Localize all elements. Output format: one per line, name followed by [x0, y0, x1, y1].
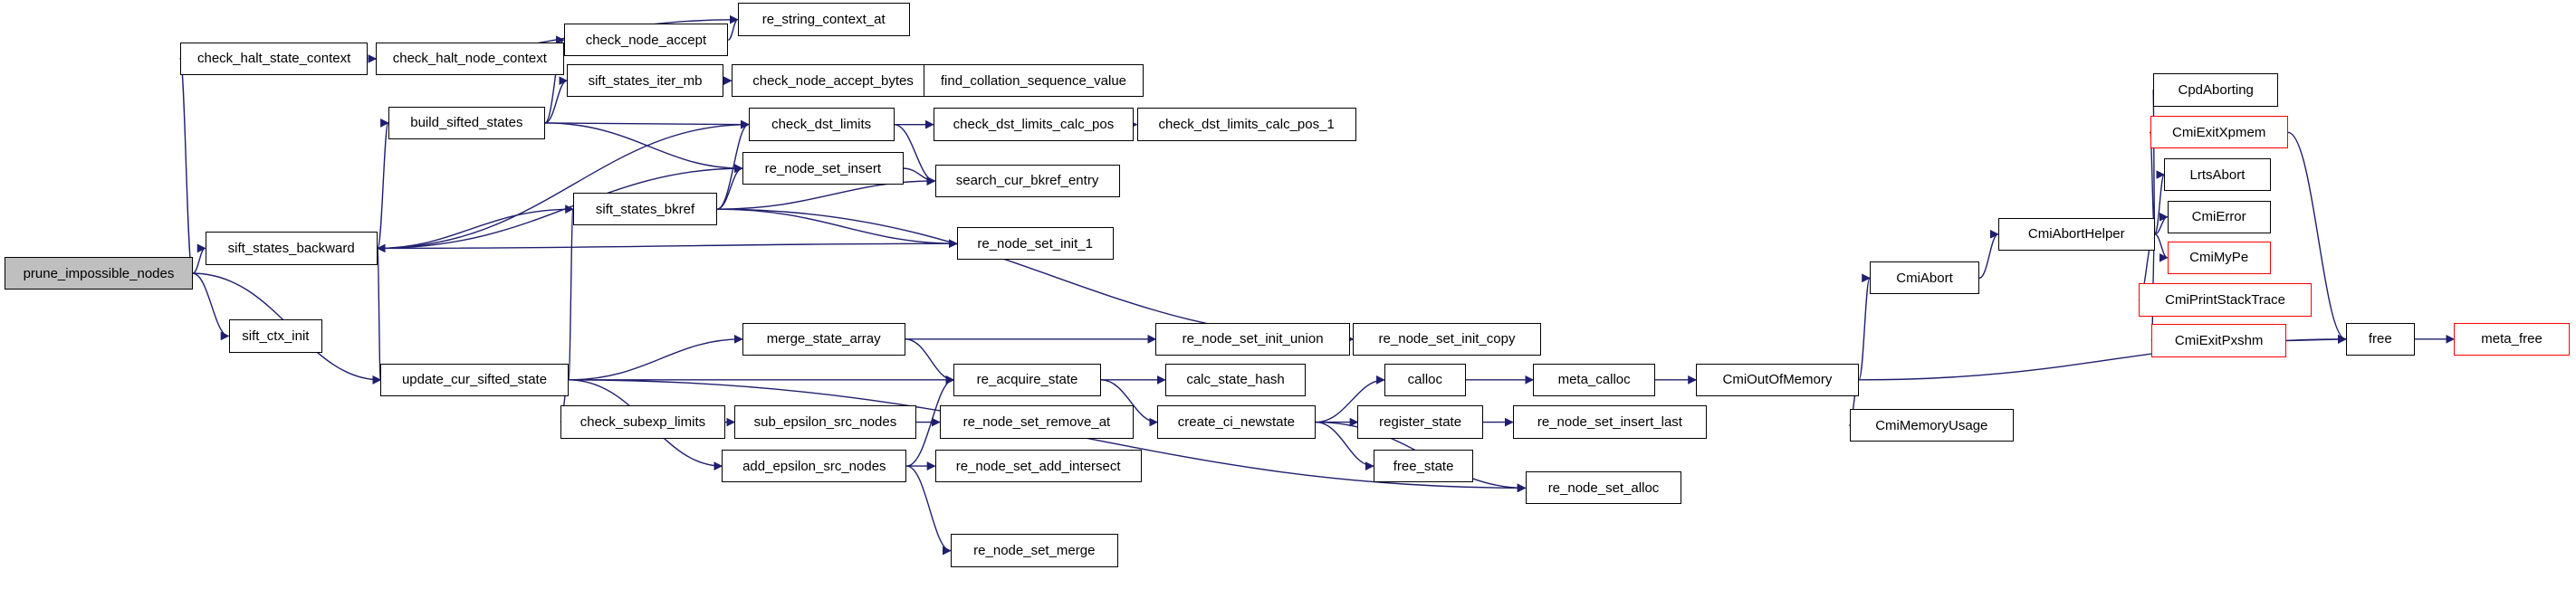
edge-sift_states_backward-to-build_sifted_states	[377, 119, 389, 250]
edge-build_sifted_states-to-check_dst_limits	[544, 119, 750, 129]
edge-CmiAbortHelper-to-CpdAborting	[2152, 87, 2162, 235]
edge-paths	[178, 14, 2456, 556]
graph-node-re_node_set_add_intersect[interactable]: re_node_set_add_intersect	[934, 449, 1142, 483]
edge-merge_state_array-to-re_acquire_state	[905, 338, 955, 385]
graph-node-CmiExitPxshm[interactable]: CmiExitPxshm	[2151, 324, 2287, 357]
edge-prune_impossible_nodes-to-sift_states_backward	[192, 243, 206, 274]
edge-CmiExitPxshm-to-free	[2286, 335, 2347, 344]
graph-node-CmiAbort[interactable]: CmiAbort	[1870, 261, 1980, 295]
graph-node-add_epsilon_src_nodes[interactable]: add_epsilon_src_nodes	[722, 449, 907, 483]
graph-node-meta_free[interactable]: meta_free	[2454, 322, 2571, 356]
edge-update_cur_sifted_state-to-merge_state_array	[568, 334, 743, 381]
edge-sift_states_backward-to-re_node_set_init_1	[377, 239, 958, 250]
graph-node-CmiError[interactable]: CmiError	[2167, 200, 2271, 233]
graph-node-sift_states_bkref[interactable]: sift_states_bkref	[572, 192, 718, 226]
edge-CmiAbortHelper-to-CmiMyPe	[2154, 233, 2169, 262]
graph-node-sub_epsilon_src_nodes[interactable]: sub_epsilon_src_nodes	[734, 405, 916, 439]
graph-node-meta_calloc[interactable]: meta_calloc	[1533, 363, 1656, 397]
edge-CmiAbort-to-CmiAbortHelper	[1978, 229, 1999, 280]
edge-sift_states_backward-to-check_dst_limits	[377, 119, 750, 250]
graph-node-re_node_set_init_1[interactable]: re_node_set_init_1	[956, 227, 1114, 261]
graph-node-LrtsAbort[interactable]: LrtsAbort	[2164, 157, 2271, 192]
edge-build_sifted_states-to-re_node_set_insert	[544, 122, 743, 174]
edge-prune_impossible_nodes-to-sift_ctx_init	[192, 272, 230, 341]
graph-node-check_dst_limits[interactable]: check_dst_limits	[748, 108, 895, 141]
graph-node-check_subexp_limits[interactable]: check_subexp_limits	[560, 405, 725, 439]
graph-node-re_node_set_insert_last[interactable]: re_node_set_insert_last	[1512, 405, 1708, 439]
graph-node-sift_ctx_init[interactable]: sift_ctx_init	[228, 319, 323, 353]
graph-node-update_cur_sifted_state[interactable]: update_cur_sifted_state	[380, 363, 569, 397]
graph-node-re_acquire_state[interactable]: re_acquire_state	[953, 363, 1101, 397]
edge-prune_impossible_nodes-to-check_halt_state_context	[178, 54, 194, 274]
graph-node-free[interactable]: free	[2345, 322, 2415, 356]
graph-node-register_state[interactable]: register_state	[1357, 405, 1483, 439]
edge-CmiAbortHelper-to-LrtsAbort	[2154, 170, 2166, 235]
graph-node-CmiPrintStackTrace[interactable]: CmiPrintStackTrace	[2139, 283, 2312, 317]
graph-node-check_halt_state_context[interactable]: check_halt_state_context	[179, 42, 369, 76]
graph-node-calloc[interactable]: calloc	[1384, 363, 1466, 397]
graph-node-CpdAborting[interactable]: CpdAborting	[2153, 73, 2279, 107]
graph-node-check_dst_limits_calc_pos_1[interactable]: check_dst_limits_calc_pos_1	[1136, 108, 1356, 141]
graph-node-find_collation_sequence_value[interactable]: find_collation_sequence_value	[924, 63, 1144, 98]
graph-node-calc_state_hash[interactable]: calc_state_hash	[1164, 363, 1307, 397]
graph-node-build_sifted_states[interactable]: build_sifted_states	[388, 106, 545, 140]
graph-node-re_node_set_merge[interactable]: re_node_set_merge	[950, 534, 1118, 567]
graph-node-CmiMyPe[interactable]: CmiMyPe	[2167, 241, 2271, 274]
edge-sift_states_bkref-to-sift_states_backward	[376, 208, 573, 253]
edge-sift_states_backward-to-update_cur_sifted_state	[371, 247, 382, 384]
edge-update_cur_sifted_state-to-sift_states_bkref	[564, 205, 574, 381]
graph-node-search_cur_bkref_entry[interactable]: search_cur_bkref_entry	[934, 164, 1120, 198]
edge-CmiAbortHelper-to-CmiError	[2154, 212, 2169, 235]
graph-node-re_node_set_alloc[interactable]: re_node_set_alloc	[1525, 471, 1682, 505]
graph-node-merge_state_array[interactable]: merge_state_array	[742, 322, 905, 356]
graph-node-check_dst_limits_calc_pos[interactable]: check_dst_limits_calc_pos	[933, 108, 1135, 141]
graph-node-CmiMemoryUsage[interactable]: CmiMemoryUsage	[1849, 408, 2015, 442]
graph-node-CmiAbortHelper[interactable]: CmiAbortHelper	[1997, 217, 2155, 251]
graph-node-prune_impossible_nodes[interactable]: prune_impossible_nodes	[5, 256, 193, 290]
graph-node-re_node_set_insert[interactable]: re_node_set_insert	[742, 151, 904, 185]
graph-node-sift_states_iter_mb[interactable]: sift_states_iter_mb	[567, 63, 723, 98]
graph-node-re_node_set_init_union[interactable]: re_node_set_init_union	[1155, 322, 1350, 356]
graph-node-check_node_accept_bytes[interactable]: check_node_accept_bytes	[731, 63, 935, 98]
edge-sift_states_bkref-to-search_cur_bkref_entry	[717, 176, 936, 210]
edge-sift_states_bkref-to-re_node_set_insert	[716, 164, 743, 210]
graph-node-free_state[interactable]: free_state	[1373, 449, 1474, 483]
graph-node-CmiExitXpmem[interactable]: CmiExitXpmem	[2150, 116, 2288, 149]
graph-node-re_node_set_init_copy[interactable]: re_node_set_init_copy	[1353, 322, 1541, 356]
graph-node-create_ci_newstate[interactable]: create_ci_newstate	[1157, 405, 1316, 439]
graph-node-CmiOutOfMemory[interactable]: CmiOutOfMemory	[1696, 363, 1859, 397]
edge-build_sifted_states-to-sift_states_iter_mb	[544, 76, 569, 124]
edge-CmiOutOfMemory-to-CmiAbort	[1858, 273, 1871, 381]
graph-node-check_halt_node_context[interactable]: check_halt_node_context	[376, 42, 564, 76]
edge-check_node_accept-to-re_string_context_at	[727, 14, 739, 41]
graph-node-sift_states_backward[interactable]: sift_states_backward	[205, 232, 378, 265]
edge-re_node_set_insert-to-search_cur_bkref_entry	[903, 167, 936, 185]
graph-node-re_node_set_remove_at[interactable]: re_node_set_remove_at	[939, 405, 1135, 439]
graph-node-re_string_context_at[interactable]: re_string_context_at	[737, 3, 910, 36]
graph-node-check_node_accept[interactable]: check_node_accept	[563, 23, 729, 57]
edge-sift_states_bkref-to-re_node_set_init_1	[717, 208, 958, 249]
